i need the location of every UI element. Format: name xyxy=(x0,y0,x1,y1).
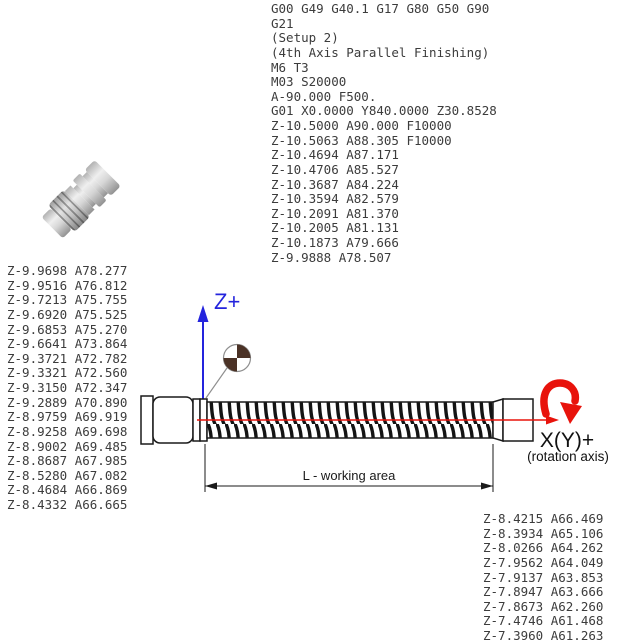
gcode-line: Z-7.8947 A63.666 xyxy=(483,584,604,600)
gcode-line: M6 T3 xyxy=(271,59,309,75)
gcode-line: Z-9.6853 A75.270 xyxy=(7,321,128,337)
gcode-line: Z-7.9137 A63.853 xyxy=(483,569,604,585)
gcode-line: Z-10.5063 A88.305 F10000 xyxy=(271,132,452,148)
gcode-line: Z-8.9759 A69.919 xyxy=(7,409,128,425)
working-area-label: L - working area xyxy=(303,468,396,483)
z-axis-arrow xyxy=(197,305,209,401)
z-axis-label: Z+ xyxy=(214,289,240,314)
gcode-line: Z-9.7213 A75.755 xyxy=(7,292,128,308)
gcode-line: Z-8.4215 A66.469 xyxy=(483,511,604,526)
gcode-line: Z-9.6641 A73.864 xyxy=(7,336,128,352)
working-area-dimension: L - working area xyxy=(204,444,494,492)
gcode-line: Z-9.3150 A72.347 xyxy=(7,380,128,395)
gcode-line: Z-8.5280 A67.082 xyxy=(7,467,128,483)
gcode-line: Z-9.9698 A78.277 xyxy=(7,263,128,278)
gcode-line: Z-8.9002 A69.485 xyxy=(7,438,128,454)
gcode-line: Z-10.3594 A82.579 xyxy=(271,191,399,207)
gcode-line: Z-7.8673 A62.260 xyxy=(483,598,604,614)
gcode-line: Z-10.3687 A84.224 xyxy=(271,176,399,192)
gcode-line: Z-10.2091 A81.370 xyxy=(271,205,399,221)
gcode-line: Z-8.9258 A69.698 xyxy=(7,423,128,439)
gcode-line: (Setup 2) xyxy=(271,30,339,46)
gcode-line: Z-9.3721 A72.782 xyxy=(7,350,128,366)
gcode-line: Z-10.4694 A87.171 xyxy=(271,147,399,163)
gcode-line: M03 S20000 xyxy=(271,74,347,90)
gcode-line: Z-8.0266 A64.262 xyxy=(483,540,604,556)
gcode-line: Z-8.3934 A65.106 xyxy=(483,525,604,541)
rotation-axis-label: X(Y)+ xyxy=(540,429,594,452)
threaded-rod-render xyxy=(38,20,260,242)
datum-origin-symbol xyxy=(205,343,252,399)
gcode-line: Z-10.5000 A90.000 F10000 xyxy=(271,118,452,133)
machining-setup-diagram: Z+ X(Y)+ (rotation axi xyxy=(140,289,609,492)
gcode-line: Z-10.4706 A85.527 xyxy=(271,161,399,177)
gcode-line: G01 X0.0000 Y840.0000 Z30.8528 xyxy=(271,103,497,119)
gcode-line: Z-9.9888 A78.507 xyxy=(271,249,392,265)
gcode-line: Z-10.1873 A79.666 xyxy=(271,235,399,250)
gcode-line: G21 xyxy=(271,15,294,31)
gcode-line: G00 G49 G40.1 G17 G80 G50 G90 xyxy=(271,1,490,16)
gcode-line: Z-10.2005 A81.131 xyxy=(271,220,399,236)
gcode-line: Z-8.4684 A66.869 xyxy=(7,482,128,498)
part-left-flange xyxy=(140,395,154,445)
gcode-line: (4th Axis Parallel Finishing) xyxy=(271,44,490,60)
rotation-direction-arrow xyxy=(540,379,582,424)
gcode-line: Z-9.6920 A75.525 xyxy=(7,306,128,322)
part-barrel xyxy=(152,396,194,444)
gcode-line: Z-8.4332 A66.665 xyxy=(7,497,128,512)
gcode-line: Z-7.4746 A61.468 xyxy=(483,613,604,629)
rotation-axis-sublabel: (rotation axis) xyxy=(527,449,609,464)
rotation-axis-line xyxy=(197,415,559,425)
gcode-line: Z-9.3321 A72.560 xyxy=(7,365,128,381)
gcode-line: Z-7.9562 A64.049 xyxy=(483,554,604,570)
part-3d-preview xyxy=(38,18,260,244)
gcode-line: Z-9.9516 A76.812 xyxy=(7,277,128,293)
gcode-line: A-90.000 F500. xyxy=(271,88,377,104)
gcode-line: Z-8.8687 A67.985 xyxy=(7,453,128,469)
gcode-line: Z-7.3960 A61.263 xyxy=(483,628,604,640)
gcode-line: Z-9.2889 A70.890 xyxy=(7,394,128,410)
